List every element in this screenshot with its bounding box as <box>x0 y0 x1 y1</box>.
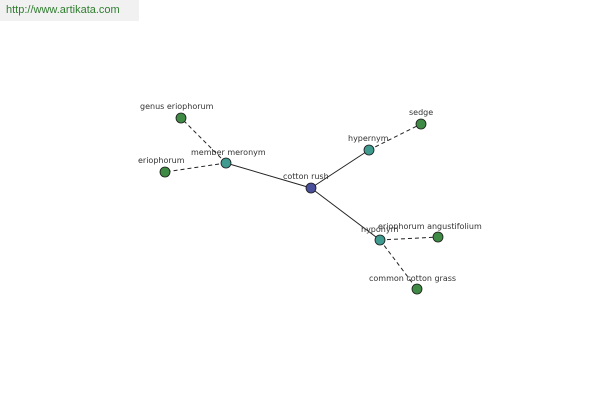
node-hyponym[interactable] <box>374 234 386 246</box>
edge-hypernym-sedge <box>368 123 422 151</box>
edge-member-meronym-genus-eriophorum <box>180 117 227 164</box>
node-common-cotton-grass[interactable] <box>411 283 423 295</box>
url-bar: http://www.artikata.com <box>0 0 139 21</box>
node-eriophorum-angustifolium[interactable] <box>432 231 444 243</box>
node-cotton-rush[interactable] <box>305 182 317 194</box>
label-sedge: sedge <box>409 108 433 117</box>
label-eriophorum: eriophorum <box>138 156 185 165</box>
edge-cotton-rush-hyponym <box>310 187 381 241</box>
label-common-cotton-grass: common cotton grass <box>369 274 456 283</box>
node-hypernym[interactable] <box>363 144 375 156</box>
node-member-meronym[interactable] <box>220 157 232 169</box>
node-sedge[interactable] <box>415 118 427 130</box>
edge-cotton-rush-hypernym <box>310 149 370 189</box>
label-member-meronym: member meronym <box>191 148 266 157</box>
node-eriophorum[interactable] <box>159 166 171 178</box>
label-hyponym: hyponym <box>361 225 399 234</box>
label-cotton-rush: cotton rush <box>283 172 329 181</box>
edge-hyponym-common-cotton-grass <box>379 239 418 290</box>
site-link[interactable]: http://www.artikata.com <box>6 4 120 16</box>
edge-cotton-rush-member-meronym <box>225 162 312 189</box>
edge-member-meronym-eriophorum <box>164 162 227 173</box>
label-genus-eriophorum: genus eriophorum <box>140 102 214 111</box>
edge-hyponym-eriophorum-angustifolium <box>379 236 439 241</box>
label-eriophorum-angustifolium: eriophorum angustifolium <box>378 222 482 231</box>
label-hypernym: hypernym <box>348 134 389 143</box>
node-genus-eriophorum[interactable] <box>175 112 187 124</box>
